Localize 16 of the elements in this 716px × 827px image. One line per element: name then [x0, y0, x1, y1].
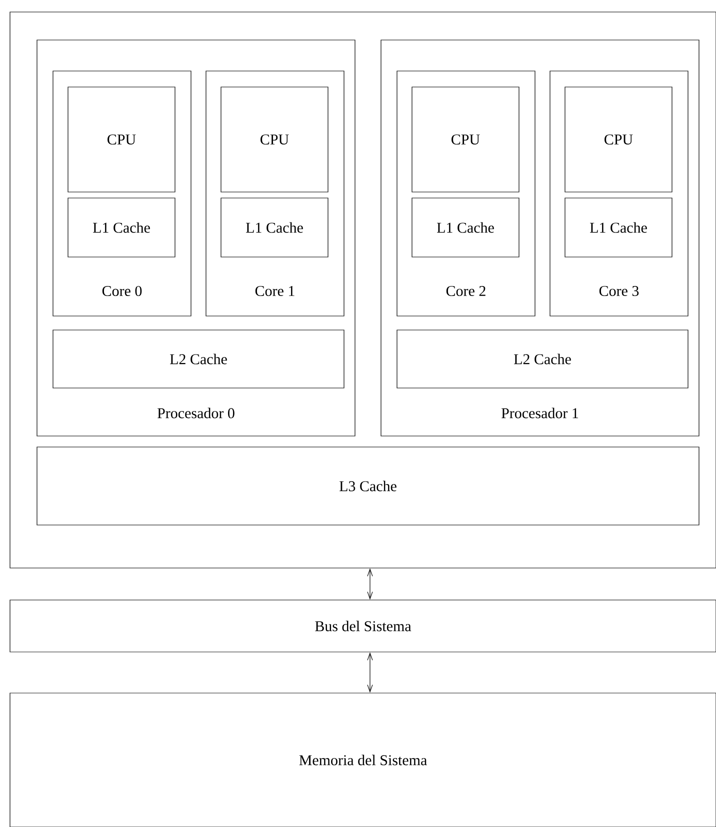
- cpu-box: CPU: [412, 86, 520, 192]
- cache-box: L1 Cache: [220, 198, 328, 258]
- cache-box: L1 Cache: [68, 198, 176, 258]
- cpu-box: CPU: [564, 86, 672, 192]
- double-arrow: [367, 652, 373, 693]
- cpu-box: CPU: [220, 86, 328, 192]
- cache-box: L2 Cache: [396, 330, 688, 388]
- cache-box: L3 Cache: [36, 446, 700, 526]
- double-arrow: [367, 568, 373, 600]
- cache-box: L2 Cache: [52, 330, 344, 388]
- chip-box: [10, 12, 716, 568]
- cache-box: L1 Cache: [412, 198, 520, 258]
- cache-box: L1 Cache: [564, 198, 672, 258]
- bus-box: Bus del Sistema: [10, 600, 716, 652]
- memory-box: Memoria del Sistema: [10, 692, 716, 827]
- cpu-box: CPU: [68, 86, 176, 192]
